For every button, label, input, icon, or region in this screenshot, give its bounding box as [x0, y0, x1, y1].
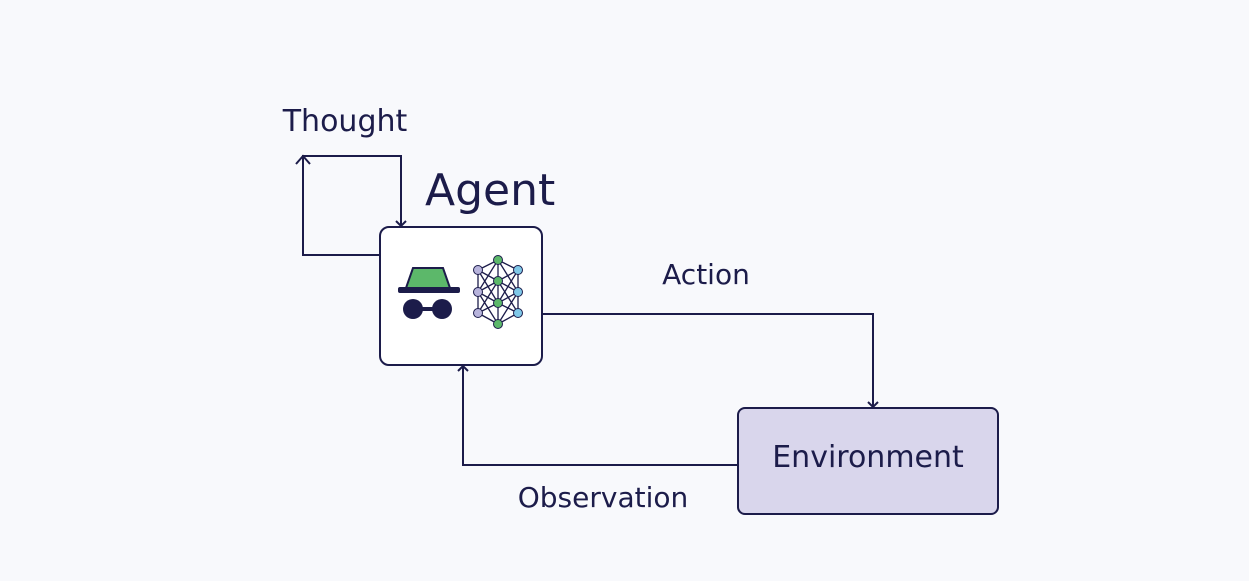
environment-label: Environment — [772, 440, 964, 475]
action-label: Action — [662, 258, 750, 291]
spy-icon — [398, 267, 460, 319]
environment-box — [737, 407, 999, 515]
thought-loop-start-arrowhead — [295, 154, 311, 165]
observation-label: Observation — [518, 481, 689, 514]
agent-title: Agent — [425, 165, 555, 216]
action-arrow — [542, 313, 879, 409]
observation-arrow — [457, 364, 738, 466]
neural-network-icon — [473, 255, 523, 329]
thought-label: Thought — [282, 104, 408, 139]
